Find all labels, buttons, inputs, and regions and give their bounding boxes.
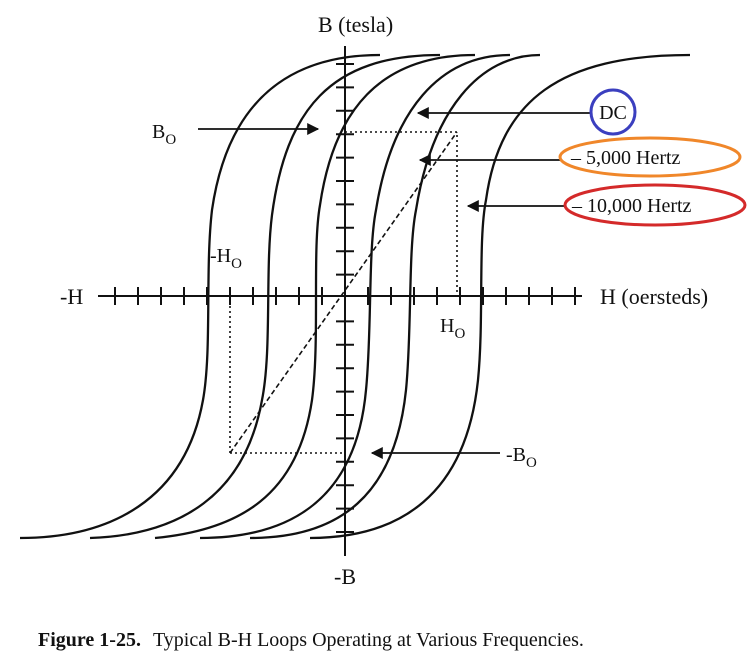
axis-ticks [114, 63, 576, 533]
loop-dc-ascending [154, 53, 476, 540]
loop-10000hz-descending [309, 53, 691, 540]
legend-5000hz-ellipse [558, 136, 742, 178]
ho-label: HO [440, 315, 465, 342]
legend-10000hz-label: – 10,000 Hertz [571, 195, 692, 217]
legend-10000hz: – 10,000 Hertz [466, 183, 747, 227]
legend-5000hz: – 5,000 Hertz [418, 136, 742, 178]
h-axis-positive-label: H (oersteds) [600, 284, 708, 309]
reference-lines [229, 131, 458, 454]
legend-dc-circle [589, 88, 637, 136]
loop-10000hz-ascending [19, 53, 381, 540]
h-axis-negative-label: -H [60, 284, 83, 309]
figure-caption-number: Figure 1-25. [38, 629, 141, 651]
figure-caption-text: Typical B-H Loops Operating at Various F… [153, 629, 584, 651]
neg-bo-label: -BO [506, 444, 537, 471]
figure-caption: Figure 1-25. Typical B-H Loops Operating … [38, 629, 584, 651]
legend-5000hz-label: – 5,000 Hertz [570, 147, 681, 169]
loop-dc-descending [199, 53, 511, 540]
permeability-diagonal [229, 131, 458, 454]
b-axis-positive-label: B (tesla) [318, 12, 393, 37]
bo-label: BO [152, 121, 176, 148]
legend-dc-label: DC [599, 102, 627, 124]
loop-5000hz-ascending [89, 53, 441, 540]
legend-10000hz-ellipse [563, 183, 747, 227]
bo-marker: BO [152, 121, 320, 148]
neg-ho-label: -HO [210, 245, 242, 272]
neg-bo-marker: -BO [370, 444, 537, 471]
axes [98, 46, 582, 556]
b-axis-negative-label: -B [334, 564, 356, 589]
legend-dc: DC [416, 88, 637, 136]
